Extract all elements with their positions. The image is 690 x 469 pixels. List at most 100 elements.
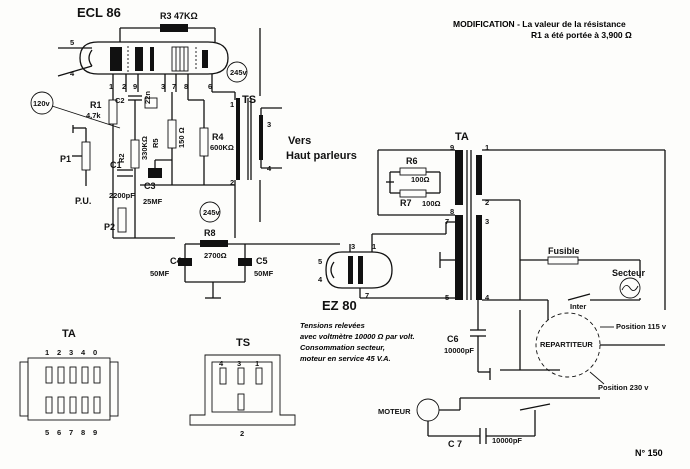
p1-potentiometer	[81, 141, 91, 171]
p1-label: P1	[60, 154, 71, 164]
ecl86-tube	[79, 41, 229, 75]
r8-label: R8	[204, 228, 216, 238]
fusible-label: Fusible	[548, 246, 580, 256]
ac-source	[619, 277, 641, 299]
repartiteur-label: REPARTITEUR	[540, 340, 593, 349]
ta-label: TA	[455, 131, 469, 143]
r5-label: R5	[151, 138, 160, 148]
r8-value: 2700Ω	[204, 251, 227, 260]
ez-pin-7: 7	[365, 291, 369, 300]
r2-resistor	[130, 139, 140, 169]
vers-label: Vers	[288, 135, 311, 147]
ta-top-pin-0: 0	[93, 348, 97, 357]
r8-resistor	[200, 240, 228, 247]
ta-top-pin-4: 4	[81, 348, 86, 357]
ta-bottom-pin-5: 5	[45, 428, 49, 437]
p2-label: P2	[104, 222, 115, 232]
ta-bottom-pin-8: 8	[81, 428, 85, 437]
ts-pin-1: 1	[230, 100, 234, 109]
ts-top-pin-3: 3	[237, 359, 241, 368]
position-230-label: Position 230 v	[598, 383, 649, 392]
pin-3-label: 3	[161, 82, 165, 91]
note-line-4: moteur en service 45 V.A.	[300, 354, 391, 363]
ta-top-pin-2: 2	[57, 348, 61, 357]
c7-label: C 7	[448, 439, 462, 449]
ta-pin-4: 4	[485, 293, 490, 302]
c3-value: 25MF	[143, 197, 163, 206]
ts-top-pin-1: 1	[255, 359, 259, 368]
voltage-245v-mid	[199, 201, 221, 223]
voltage-245v-top	[226, 61, 248, 83]
c5-capacitor	[238, 258, 252, 266]
voltage-120v	[30, 91, 54, 115]
pin-7-label: 7	[172, 82, 176, 91]
r5-value: 150 Ω	[177, 127, 186, 148]
ts-pin-3: 3	[267, 120, 271, 129]
ts-label: TS	[242, 94, 256, 106]
moteur-label: MOTEUR	[378, 407, 411, 416]
fuse	[547, 256, 579, 265]
p2-potentiometer	[117, 207, 127, 233]
c2-label: C2	[115, 96, 125, 105]
secteur-label: Secteur	[612, 268, 646, 278]
modification-title: MODIFICATION	[453, 19, 515, 29]
c6-value: 10000pF	[444, 346, 474, 355]
modification-note: MODIFICATION - La valeur de la résistanc…	[453, 19, 683, 41]
ta-connector-diagram	[19, 357, 119, 421]
ez-pin-1: 1	[372, 242, 376, 251]
r2-label: R2	[117, 153, 126, 163]
haut-parleurs-label: Haut parleurs	[286, 150, 357, 162]
c4-value: 50MF	[150, 269, 170, 278]
note-line-1: Tensions relevées	[300, 321, 365, 330]
r6-label: R6	[406, 156, 418, 166]
ta-bottom-pin-9: 9	[93, 428, 97, 437]
r2-value: 330KΩ	[140, 136, 149, 160]
r7-value: 100Ω	[422, 199, 441, 208]
ta-top-pin-1: 1	[45, 348, 49, 357]
r6-value: 100Ω	[411, 175, 430, 184]
ta-top-pin-3: 3	[69, 348, 73, 357]
pin-1-label: 1	[109, 82, 113, 91]
c2-value: 22n	[143, 91, 152, 104]
pin-6-label: 6	[208, 82, 212, 91]
ts-connector-diagram	[189, 354, 296, 426]
ta-bottom-pin-6: 6	[57, 428, 61, 437]
ta-transformer	[455, 150, 482, 300]
pin-8-label: 8	[184, 82, 188, 91]
r4-label: R4	[212, 132, 224, 142]
pin-5-label: 5	[70, 38, 74, 47]
modification-line-2: R1 a été portée à 3,900 Ω	[531, 30, 632, 40]
pin-9-label: 9	[133, 82, 137, 91]
sheet-number: N° 150	[635, 448, 663, 458]
ts-box-title: TS	[236, 337, 250, 349]
ez-pin-3: 3	[351, 242, 355, 251]
ts-bottom-pin-2: 2	[240, 429, 244, 438]
ta-pin-8: 8	[450, 207, 454, 216]
r4-resistor	[199, 127, 209, 157]
ta-pin-2: 2	[485, 198, 489, 207]
ta-bottom-pin-7: 7	[69, 428, 73, 437]
c6-label: C6	[447, 334, 459, 344]
c1-label: C1	[110, 160, 122, 170]
r1-label: R1	[90, 100, 102, 110]
ts-transformer	[236, 98, 263, 180]
ta-pin-3: 3	[485, 217, 489, 226]
c3-capacitor	[148, 168, 162, 178]
ts-top-pin-4: 4	[219, 359, 224, 368]
r7-label: R7	[400, 198, 412, 208]
c5-value: 50MF	[254, 269, 274, 278]
ez80-tube	[325, 251, 393, 289]
ta-box-title: TA	[62, 328, 76, 340]
ez80-label: EZ 80	[322, 298, 357, 313]
v245-top-label: 245v	[230, 68, 248, 77]
r3-label: R3 47KΩ	[160, 11, 198, 21]
c1-value: 2200pF	[109, 191, 135, 200]
r7-resistor	[399, 189, 427, 198]
pin-2-label: 2	[122, 82, 126, 91]
ta-pin-1: 1	[485, 143, 489, 152]
ta-pin-9: 9	[450, 143, 454, 152]
v245-mid-label: 245v	[203, 208, 221, 217]
c7-value: 10000pF	[492, 436, 522, 445]
v120-label: 120v	[33, 99, 51, 108]
